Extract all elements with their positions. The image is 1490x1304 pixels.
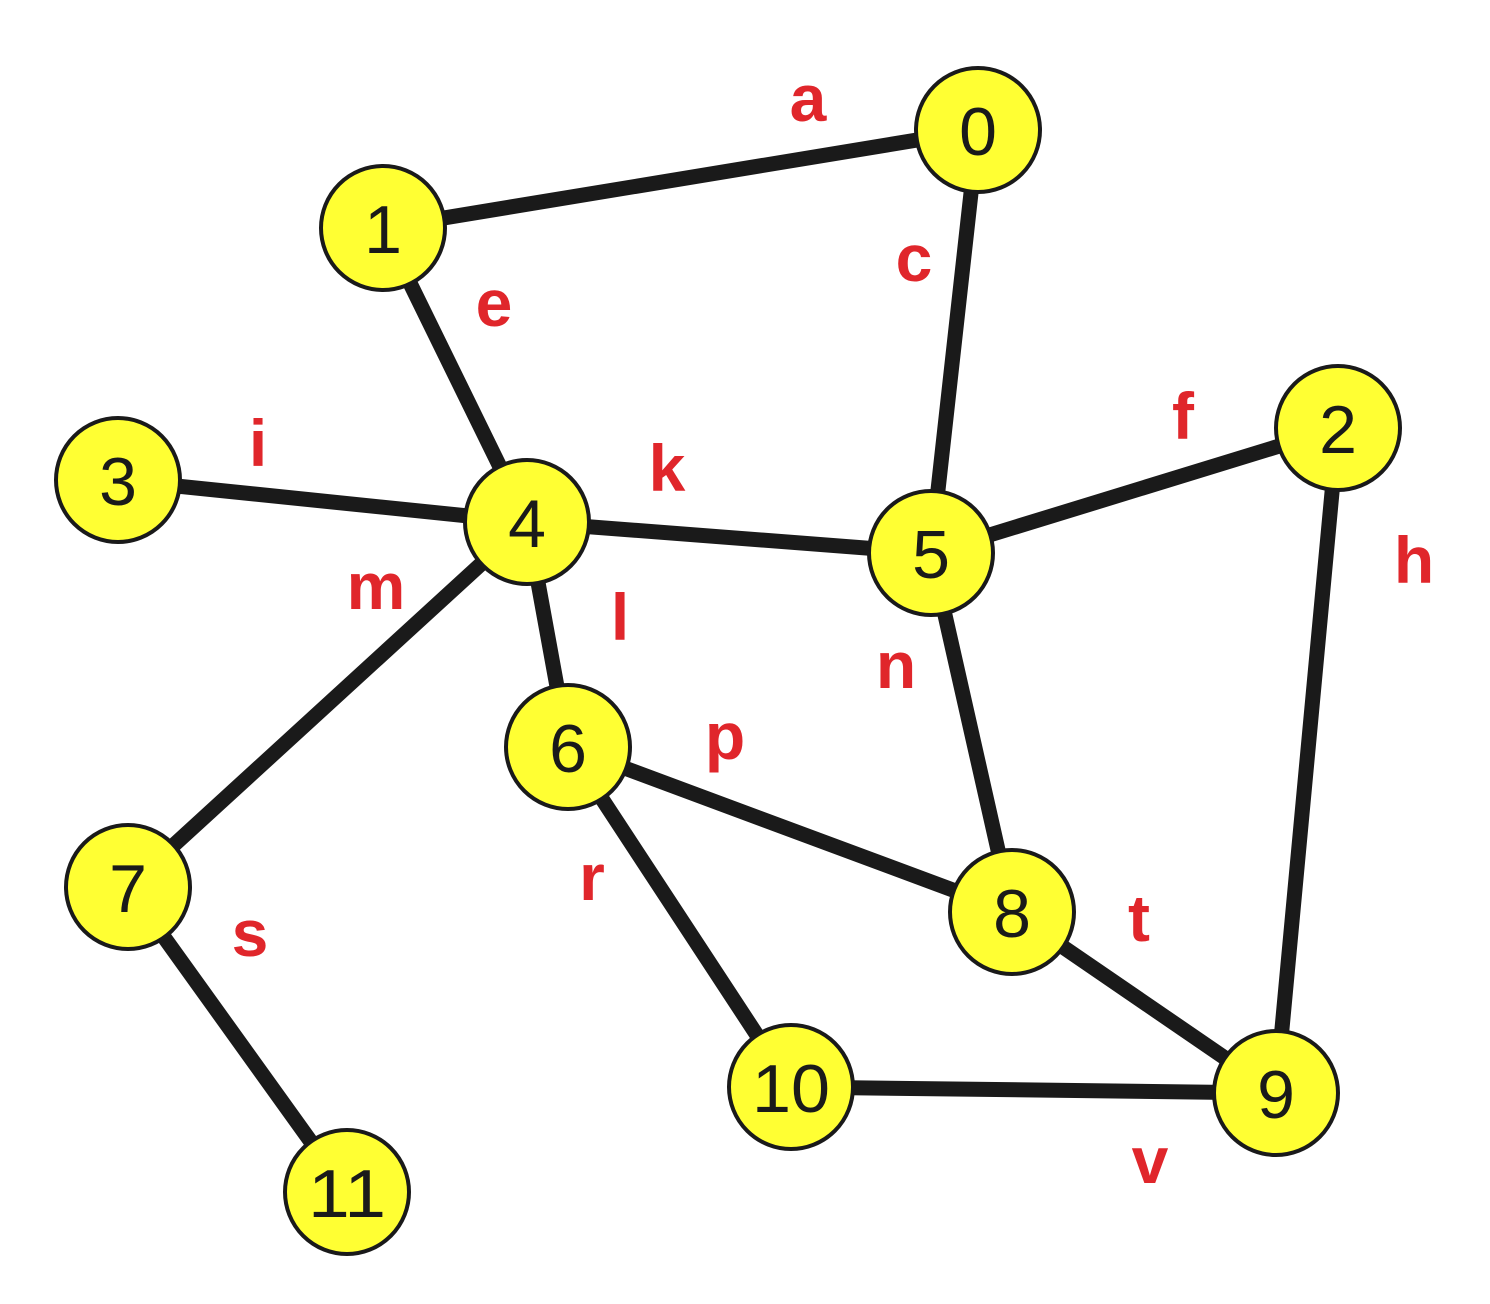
edge-label-f: f xyxy=(1172,379,1195,453)
node-circle-4 xyxy=(463,458,591,586)
node-label-3: 3 xyxy=(99,444,137,520)
node-label-1: 1 xyxy=(364,192,402,268)
node-label-2: 2 xyxy=(1319,392,1357,468)
edge-k xyxy=(519,514,939,561)
node-circle-3 xyxy=(54,416,182,544)
node-circle-7 xyxy=(64,823,192,951)
edge-label-k: k xyxy=(649,431,686,505)
node-label-5: 5 xyxy=(912,517,950,593)
nodes-layer: 0 1 2 3 4 5 6 7 8 9 10 11 xyxy=(54,66,1402,1256)
node-circle-2 xyxy=(1274,364,1402,492)
node-circle-10 xyxy=(727,1023,855,1151)
edges-layer xyxy=(110,122,1346,1200)
node-label-8: 8 xyxy=(993,876,1031,952)
edge-label-c: c xyxy=(896,221,933,295)
edge-label-r: r xyxy=(579,840,605,914)
edge-a xyxy=(375,122,986,236)
node-circle-5 xyxy=(867,489,995,617)
node-9: 9 xyxy=(1212,1029,1340,1157)
node-circle-9 xyxy=(1212,1029,1340,1157)
edge-label-m: m xyxy=(347,549,406,623)
node-label-6: 6 xyxy=(549,711,587,787)
node-label-9: 9 xyxy=(1257,1057,1295,1133)
edge-label-h: h xyxy=(1394,523,1434,597)
edge-label-p: p xyxy=(705,699,745,773)
node-label-4: 4 xyxy=(508,486,546,562)
node-circle-8 xyxy=(948,848,1076,976)
edge-m xyxy=(120,514,535,895)
edge-p xyxy=(560,739,1020,920)
edge-i xyxy=(110,472,535,530)
node-circle-11 xyxy=(283,1128,411,1256)
node-6: 6 xyxy=(504,683,632,811)
node-circle-6 xyxy=(504,683,632,811)
node-label-0: 0 xyxy=(959,94,997,170)
node-label-10: 10 xyxy=(752,1051,830,1127)
edge-labels-layer: a c e f h i k l m n p r s t v xyxy=(232,61,1435,1197)
node-5: 5 xyxy=(867,489,995,617)
edge-label-t: t xyxy=(1128,881,1150,955)
edge-label-i: i xyxy=(249,406,267,480)
node-2: 2 xyxy=(1274,364,1402,492)
edge-label-n: n xyxy=(876,628,916,702)
edge-f xyxy=(923,420,1346,561)
edge-label-a: a xyxy=(790,61,828,135)
edge-label-l: l xyxy=(611,580,629,654)
edge-r xyxy=(560,739,799,1095)
node-4: 4 xyxy=(463,458,591,586)
edge-c xyxy=(923,122,986,561)
node-10: 10 xyxy=(727,1023,855,1151)
node-0: 0 xyxy=(914,66,1042,194)
edge-h xyxy=(1268,420,1346,1101)
node-3: 3 xyxy=(54,416,182,544)
node-11: 11 xyxy=(283,1128,411,1256)
edge-label-s: s xyxy=(232,896,269,970)
edge-label-v: v xyxy=(1132,1123,1169,1197)
node-1: 1 xyxy=(319,164,447,292)
node-8: 8 xyxy=(948,848,1076,976)
edge-label-e: e xyxy=(476,266,513,340)
node-7: 7 xyxy=(64,823,192,951)
node-circle-1 xyxy=(319,164,447,292)
node-circle-0 xyxy=(914,66,1042,194)
node-label-11: 11 xyxy=(308,1156,386,1232)
edge-v xyxy=(783,1079,1284,1101)
node-label-7: 7 xyxy=(109,851,147,927)
